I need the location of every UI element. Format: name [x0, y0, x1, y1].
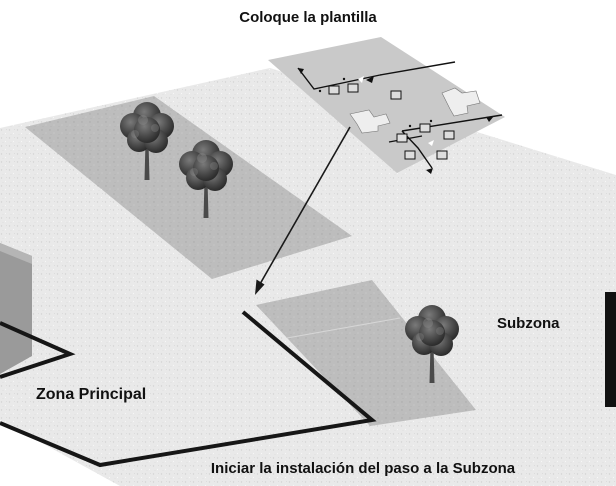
- arrow-head: [255, 279, 265, 295]
- template-sheet-icon: [268, 37, 505, 174]
- subzone-edge-line: [286, 317, 401, 339]
- side-tab: [605, 292, 616, 407]
- grass-patch-subzone: [256, 280, 476, 426]
- house-wall-edge: [0, 243, 32, 264]
- boundary-wire: [0, 321, 76, 379]
- house-wall: [0, 243, 32, 374]
- main-zone-label: Zona Principal: [36, 386, 147, 403]
- grass-patch-main: [25, 96, 352, 279]
- boundary-wire-main-zone: [0, 310, 377, 468]
- caption: Iniciar la instalación del paso a la Sub…: [210, 460, 516, 477]
- arrow-icon: [259, 126, 351, 285]
- diagram-title: Coloque la plantilla: [239, 9, 377, 26]
- subzone-label: Subzona: [497, 315, 560, 332]
